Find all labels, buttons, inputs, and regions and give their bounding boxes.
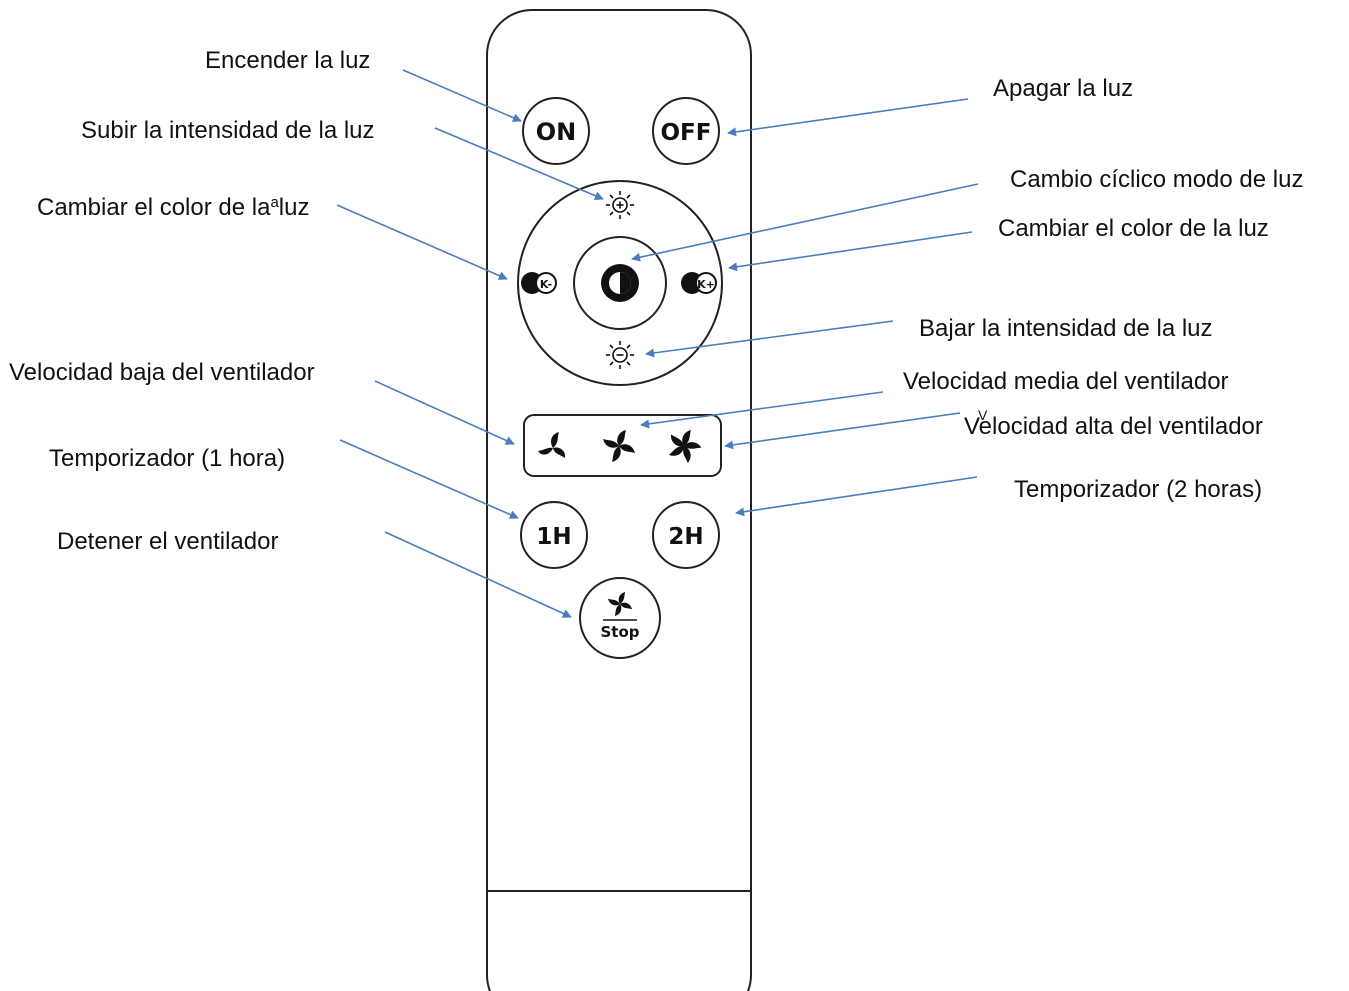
sun-plus-icon[interactable] [606,191,634,219]
arrow-temporizador-2 [735,476,978,517]
off-button-label: OFF [661,120,712,146]
arrow-cambio-ciclico [631,183,979,262]
label-temporizador-1: Temporizador (1 hora) [49,445,286,472]
label-velocidad-media: Velocidad media del ventilador [903,368,1229,395]
timer-1h-label: 1H [536,524,571,550]
on-button-label: ON [536,118,577,146]
label-velocidad-baja: Velocidad baja del ventilador [9,359,315,386]
arrow-temporizador-1 [339,439,519,519]
label-cambiar-izq-main: Cambiar el color de la [37,194,271,221]
fan-stop-label: Stop [600,623,639,641]
arrow-cambiar-der [728,231,973,272]
label-cambio-ciclico: Cambio cíclico modo de luz [1010,166,1304,193]
timer-2h-label: 2H [668,524,703,550]
arrow-velocidad-alta [724,412,961,450]
label-detener: Detener el ventilador [57,528,279,555]
label-cambiar-izq-end: luz [278,194,310,221]
label-bajar: Bajar la intensidad de la luz [919,315,1213,342]
arrow-bajar [645,320,894,358]
fan-stop-icon [608,592,632,616]
k-plus-icon[interactable]: K+ [681,272,717,294]
svg-text:K+: K+ [697,278,715,291]
k-minus-icon[interactable]: K- [521,272,557,294]
overlap-v-mark: V [978,407,988,423]
timer-1h-button[interactable]: 1H [520,501,588,569]
fan-stop-button[interactable]: Stop [579,577,661,659]
label-cambiar-izq: Cambiar el color de laaluz [37,195,309,220]
arrow-velocidad-baja [374,380,515,445]
label-subir: Subir la intensidad de la luz [81,117,375,144]
arrow-cambiar-izq [336,204,508,280]
arrow-encender [402,69,522,122]
half-moon-icon [601,264,639,302]
remote-body [486,9,752,991]
arrow-detener [384,531,572,618]
arrow-apagar [727,98,969,137]
arrow-velocidad-media [640,391,884,429]
fan-medium-icon[interactable] [603,430,635,462]
off-button[interactable]: OFF [652,97,720,165]
arrow-subir [434,127,604,200]
label-velocidad-alta: Velocidad alta del ventilador [964,413,1263,440]
label-apagar: Apagar la luz [993,75,1134,102]
on-button[interactable]: ON [522,97,590,165]
label-encender: Encender la luz [205,47,371,74]
label-cambiar-der: Cambiar el color de la luz [998,215,1269,242]
svg-text:K-: K- [540,278,552,291]
superscript-a-mark: a [270,194,279,211]
label-temporizador-2: Temporizador (2 horas) [1014,476,1263,503]
fan-low-icon[interactable] [538,432,566,458]
timer-2h-button[interactable]: 2H [652,501,720,569]
sun-minus-icon[interactable] [606,341,634,369]
fan-high-icon[interactable] [668,430,702,464]
